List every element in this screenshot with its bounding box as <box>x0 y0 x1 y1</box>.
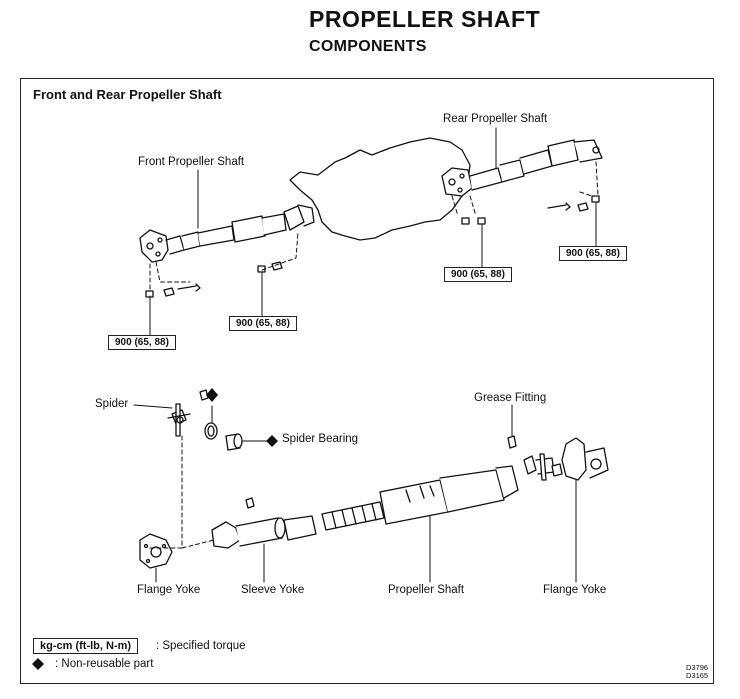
propeller-shaft-tube <box>379 465 519 525</box>
sleeve-yoke-drawing <box>211 517 286 549</box>
label-flange-yoke-left: Flange Yoke <box>137 584 201 596</box>
label-grease-fitting: Grease Fitting <box>474 392 547 404</box>
label-rear-propeller-shaft: Rear Propeller Shaft <box>443 113 548 125</box>
diagram-frame <box>20 78 714 684</box>
torque-spec-rear-rear-flange: 900 (65, 88) <box>559 246 627 261</box>
rear-propeller-shaft-drawing <box>441 139 603 197</box>
torque-spec-rear-front-flange: 900 (65, 88) <box>444 267 512 282</box>
diamond-icon-markers <box>32 388 278 670</box>
front-propeller-shaft-drawing <box>139 204 315 263</box>
torque-spec-front-flange: 900 (65, 88) <box>108 335 176 350</box>
section-title: Front and Rear Propeller Shaft <box>33 87 222 102</box>
figure-code-1: D3796 <box>686 663 709 672</box>
torque-spec-front-rear-flange: 900 (65, 88) <box>229 316 297 331</box>
label-spider-bearing: Spider Bearing <box>282 433 359 445</box>
label-sleeve-yoke: Sleeve Yoke <box>241 584 305 596</box>
diamond-icon <box>32 658 44 670</box>
legend-torque-box: kg-cm (ft-lb, N-m) <box>33 638 139 654</box>
label-spider: Spider <box>95 398 129 410</box>
flange-yoke-right-drawing <box>561 437 609 481</box>
transmission-outline <box>289 137 471 241</box>
figure-code-2: D3165 <box>686 671 709 680</box>
page-title: PROPELLER SHAFT <box>309 6 541 32</box>
legend-torque-description: : Specified torque <box>156 640 246 652</box>
legend-nonreusable-description: : Non-reusable part <box>55 658 154 670</box>
label-flange-yoke-right: Flange Yoke <box>543 584 607 596</box>
rear-spider-drawing <box>523 453 563 481</box>
page-subtitle: COMPONENTS <box>309 38 427 55</box>
splined-section <box>321 501 385 531</box>
label-front-propeller-shaft: Front Propeller Shaft <box>138 156 245 168</box>
diamond-icon <box>206 388 218 402</box>
top-fasteners <box>145 195 600 298</box>
spider-drawing <box>167 403 191 437</box>
flange-yoke-left-drawing <box>139 533 173 569</box>
diamond-icon <box>266 435 278 447</box>
label-propeller-shaft: Propeller Shaft <box>388 584 465 596</box>
